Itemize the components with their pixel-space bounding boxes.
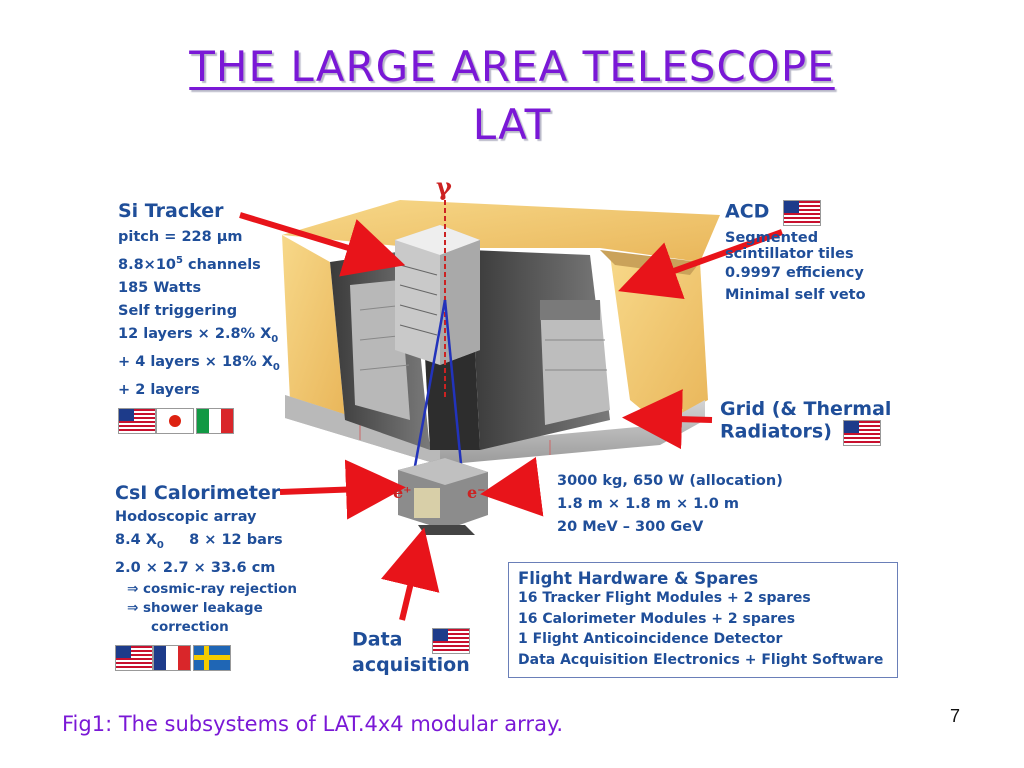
grid-line-2: Radiators) xyxy=(720,420,832,443)
us-flag-icon xyxy=(842,420,881,446)
data-acquisition-block: Data acquisition xyxy=(352,628,470,676)
gamma-label: γ xyxy=(436,172,452,201)
flight-line-4: Data Acquisition Electronics + Flight So… xyxy=(518,651,884,668)
arrow-calorimeter xyxy=(279,459,406,520)
si-tracker-layers-1: 12 layers × 2.8% X0 xyxy=(118,325,279,345)
us-flag-icon xyxy=(115,644,153,671)
si-tracker-trigger: Self triggering xyxy=(118,302,238,319)
calorimeter-flags xyxy=(115,644,297,671)
calorimeter-line-2: 8.4 X0 8 × 12 bars xyxy=(115,532,283,551)
flight-hardware-box: Flight Hardware & Spares 16 Tracker Flig… xyxy=(508,562,898,678)
calorimeter-line-1: Hodoscopic array xyxy=(115,509,257,525)
arrow-grid xyxy=(622,389,713,450)
slide-subtitle: LAT xyxy=(472,100,552,149)
si-tracker-channels: 8.8×105 channels xyxy=(118,255,261,273)
si-tracker-layers-2: + 4 layers × 18% X0 xyxy=(118,353,280,373)
si-tracker-block: Si Tracker pitch = 228 µm 8.8×105 channe… xyxy=(118,200,280,434)
spec-mass-power: 3000 kg, 650 W (allocation) xyxy=(557,473,783,489)
us-flag-icon xyxy=(782,200,821,226)
arrow-data-acquisition xyxy=(381,527,440,621)
grid-line-1: Grid (& Thermal xyxy=(720,398,892,420)
us-flag-icon xyxy=(118,407,156,434)
page-number: 7 xyxy=(950,706,961,726)
japan-flag-icon xyxy=(156,407,194,434)
positron-label: e⁺ xyxy=(393,483,412,502)
si-tracker-heading: Si Tracker xyxy=(118,200,224,222)
data-acquisition-line-2: acquisition xyxy=(352,654,470,676)
sweden-flag-icon xyxy=(193,644,231,671)
calorimeter-heading: CsI Calorimeter xyxy=(115,482,281,504)
acd-line-1: Segmented xyxy=(725,230,819,246)
flight-hardware-heading: Flight Hardware & Spares xyxy=(518,569,759,588)
acd-heading: ACD xyxy=(725,200,770,223)
calorimeter-line-3: 2.0 × 2.7 × 33.6 cm xyxy=(115,559,276,576)
flight-line-1: 16 Tracker Flight Modules + 2 spares xyxy=(518,590,811,606)
arrow-si-tracker xyxy=(239,212,406,277)
grid-block: Grid (& Thermal Radiators) xyxy=(720,398,891,446)
si-tracker-flags xyxy=(118,407,280,434)
arrow-acd xyxy=(618,229,784,299)
slide-title: THE LARGE AREA TELESCOPE xyxy=(189,42,835,91)
us-flag-icon xyxy=(431,628,470,654)
acd-line-3: 0.9997 efficiency xyxy=(725,265,864,281)
spec-energy-range: 20 MeV – 300 GeV xyxy=(557,519,704,535)
acd-line-4: Minimal self veto xyxy=(725,287,866,303)
italy-flag-icon xyxy=(196,407,234,434)
calorimeter-block: CsI Calorimeter Hodoscopic array 8.4 X0 … xyxy=(115,482,297,671)
arrow-specs xyxy=(480,457,544,517)
calorimeter-line-4: ⇒ cosmic-ray rejection xyxy=(127,580,298,597)
specs-block: 3000 kg, 650 W (allocation) 1.8 m × 1.8 … xyxy=(557,470,783,539)
exposed-tracker-module xyxy=(395,225,480,365)
acd-block: ACD Segmented scintillator tiles 0.9997 … xyxy=(725,200,866,305)
data-acquisition-line-1: Data xyxy=(352,628,403,651)
callout-arrows xyxy=(239,212,784,621)
si-tracker-layers-3: + 2 layers xyxy=(118,381,200,398)
figure-caption: Fig1: The subsystems of LAT.4x4 modular … xyxy=(62,712,564,736)
spec-dimensions: 1.8 m × 1.8 m × 1.0 m xyxy=(557,496,740,512)
si-tracker-power: 185 Watts xyxy=(118,279,202,296)
calorimeter-line-6: correction xyxy=(151,618,229,635)
si-tracker-pitch: pitch = 228 µm xyxy=(118,229,243,245)
calorimeter-line-5: ⇒ shower leakage xyxy=(127,599,263,616)
france-flag-icon xyxy=(153,644,191,671)
electron-label: e⁻ xyxy=(467,483,486,502)
acd-line-2: scintillator tiles xyxy=(725,246,854,262)
flight-line-3: 1 Flight Anticoincidence Detector xyxy=(518,631,783,647)
flight-line-2: 16 Calorimeter Modules + 2 spares xyxy=(518,610,796,627)
calorimeter-module xyxy=(398,458,488,535)
